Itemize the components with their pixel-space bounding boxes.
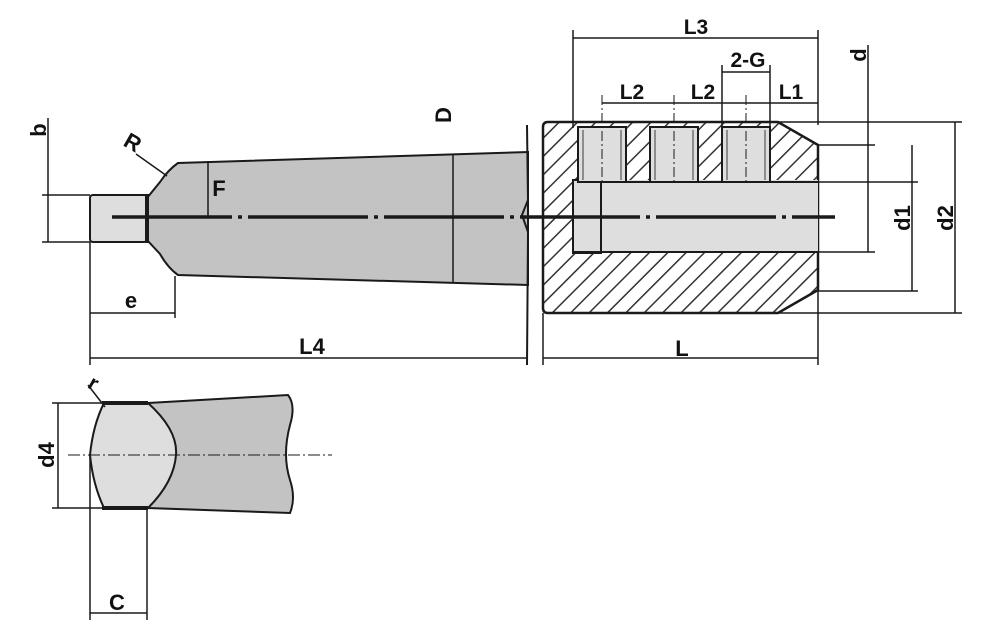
label-D: D: [431, 107, 456, 123]
label-R: R: [120, 128, 146, 158]
label-L2-second: L2: [691, 81, 716, 104]
holder-section: [541, 95, 820, 315]
detail-dimension-lines: [52, 384, 148, 620]
label-L4: L4: [299, 334, 325, 359]
label-d2: d2: [933, 205, 958, 231]
label-b: b: [26, 123, 51, 136]
label-d4: d4: [34, 441, 59, 467]
break-line: [520, 124, 530, 366]
label-F: F: [212, 176, 225, 201]
tang-detail-view: [68, 393, 332, 515]
label-e: e: [125, 288, 137, 313]
label-L2-first: L2: [620, 81, 645, 104]
r-leader: [87, 384, 106, 408]
label-2-G: 2-G: [730, 49, 765, 72]
label-C: C: [109, 590, 125, 615]
label-L3: L3: [684, 16, 709, 39]
dimension-lines: [42, 30, 962, 365]
label-d: d: [846, 48, 871, 61]
label-L1: L1: [779, 81, 804, 104]
detail-shank-body: [147, 393, 294, 515]
R-leader: [135, 153, 168, 177]
label-d1: d1: [890, 205, 915, 231]
label-L: L: [675, 336, 688, 361]
